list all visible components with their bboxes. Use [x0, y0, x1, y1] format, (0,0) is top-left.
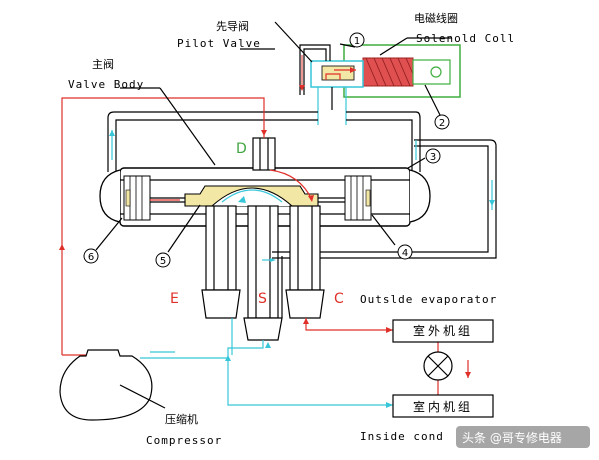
port-e-label: E	[170, 291, 179, 307]
svg-text:1: 1	[354, 36, 360, 47]
valve-body	[99, 110, 497, 341]
pilot-valve-cn-label: 先导阀	[216, 19, 249, 33]
compressor	[59, 349, 153, 421]
indoor-unit: 室内机组	[392, 394, 494, 418]
svg-text:6: 6	[88, 252, 94, 263]
port-c-label: C	[334, 291, 344, 307]
outside-evaporator-label: Outslde evaporator	[360, 293, 497, 306]
outdoor-unit-label: 室外机组	[413, 323, 473, 338]
watermark: 头条 @哥专修电器	[456, 426, 590, 448]
svg-text:头条 @哥专修电器: 头条 @哥专修电器	[462, 430, 562, 445]
compressor-en-label: Compressor	[146, 434, 222, 447]
outdoor-unit: 室外机组	[392, 319, 494, 343]
svg-text:2: 2	[439, 118, 445, 129]
callout-5: 5	[155, 252, 171, 268]
inside-condenser-label: Inside cond	[360, 430, 444, 443]
pilot-valve-en-label: Pilot Valve	[177, 37, 261, 50]
pilot-valve	[310, 60, 364, 125]
valve-body-cn-label: 主阀	[92, 57, 114, 71]
svg-text:4: 4	[402, 248, 408, 259]
solenoid-coil-cn-label: 电磁线圈	[414, 11, 458, 25]
callout-2: 2	[434, 114, 450, 130]
compressor-cn-label: 压缩机	[165, 412, 198, 426]
valve-body-en-label: Valve Body	[68, 78, 144, 91]
leader-lines	[95, 21, 452, 409]
svg-text:5: 5	[160, 256, 166, 267]
expansion-valve	[423, 351, 453, 381]
solenoid-coil-en-label: Solenold Coll	[416, 32, 515, 45]
indoor-unit-label: 室内机组	[413, 399, 473, 414]
port-d-label: D	[236, 141, 247, 157]
solenoid-coil	[343, 44, 461, 98]
callout-6: 6	[83, 248, 99, 264]
callout-1: 1	[349, 32, 365, 48]
callout-4: 4	[397, 244, 413, 260]
callout-3: 3	[425, 148, 441, 164]
svg-text:3: 3	[430, 152, 436, 163]
port-s-label: S	[258, 291, 267, 307]
